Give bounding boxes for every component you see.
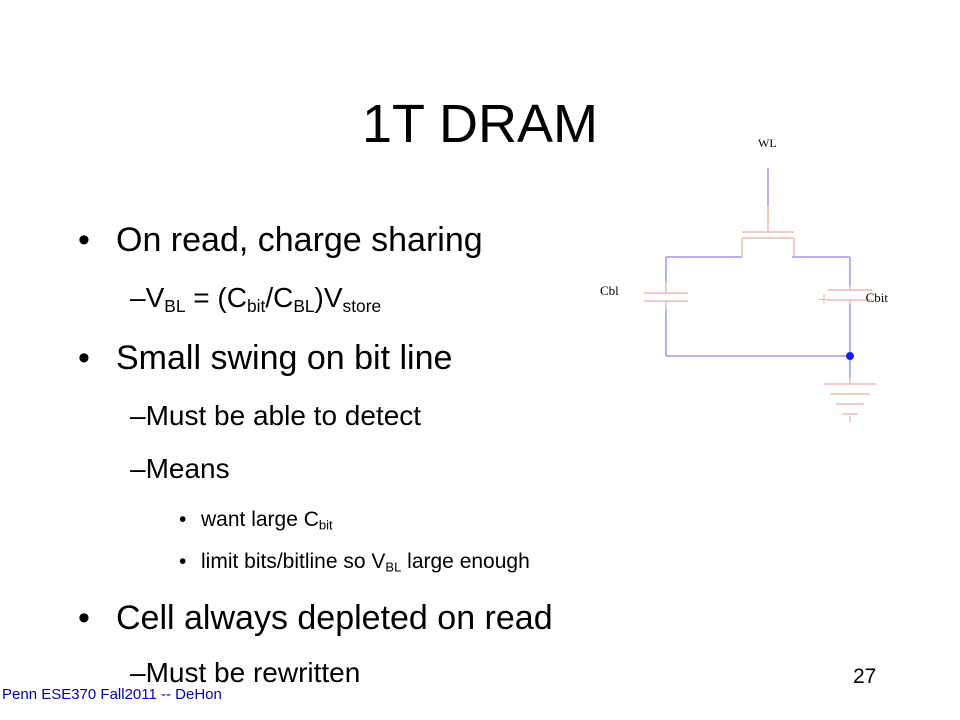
eq-slash: /C: [265, 282, 294, 313]
eq-bit-sub: bit: [246, 295, 266, 316]
subbullet-text: Means: [145, 453, 230, 484]
bullet-text: Small swing on bit line: [116, 339, 453, 377]
subbullet-detect: –Must be able to detect: [130, 399, 421, 433]
eq-close: )V: [314, 282, 343, 313]
dash-glyph: –: [130, 657, 146, 688]
eq-v: V: [145, 282, 165, 313]
subbullet-text: Must be able to detect: [145, 400, 422, 431]
dram-cell-schematic: WL Cbl Cbit +: [600, 136, 889, 422]
subbullet-means: –Means: [130, 452, 230, 486]
eq-bl-sub-2: BL: [293, 295, 315, 316]
bullet-glyph: •: [78, 599, 90, 637]
dash-glyph: –: [130, 400, 146, 431]
subsub-bl-sub: BL: [385, 559, 402, 575]
storage-node-dot: [846, 352, 854, 360]
subsub-text: limit bits/bitline so V: [201, 550, 386, 573]
subsub-limit-bits: • limit bits/bitline so VBL large enough: [179, 549, 530, 575]
subsub-want-large: • want large Cbit: [179, 507, 333, 533]
cbit-label: Cbit: [866, 290, 889, 305]
subsub-text: want large C: [201, 508, 319, 531]
equation-line: –VBL = (Cbit/CBL)Vstore: [130, 281, 381, 315]
eq-store-sub: store: [342, 295, 382, 316]
bullet-glyph: •: [78, 221, 90, 259]
subsub-text-end: large enough: [401, 550, 530, 573]
subbullet-text: Must be rewritten: [145, 657, 361, 688]
bullet-charge-sharing: • On read, charge sharing: [78, 220, 483, 260]
eq-bl-sub: BL: [164, 295, 186, 316]
bullet-text: On read, charge sharing: [116, 221, 483, 259]
bullet-glyph: •: [78, 339, 90, 377]
slide-title: 1T DRAM: [361, 94, 599, 154]
cbl-label: Cbl: [600, 283, 619, 298]
plus-sign: +: [818, 287, 830, 312]
bullet-small-swing: • Small swing on bit line: [78, 338, 453, 378]
bullet-depleted: • Cell always depleted on read: [78, 598, 553, 638]
page-number: 27: [853, 665, 877, 688]
wl-label: WL: [758, 136, 777, 150]
footer: Penn ESE370 Fall2011 -- DeHon: [2, 686, 222, 703]
subbullet-rewritten: –Must be rewritten: [130, 656, 360, 690]
bullet-glyph: •: [179, 508, 187, 531]
subsub-bit-sub: bit: [318, 517, 333, 533]
dash-glyph: –: [130, 453, 146, 484]
dash-glyph: –: [130, 282, 146, 313]
bullet-text: Cell always depleted on read: [116, 599, 553, 637]
eq-open: = (C: [185, 282, 247, 313]
bullet-glyph: •: [179, 550, 187, 573]
